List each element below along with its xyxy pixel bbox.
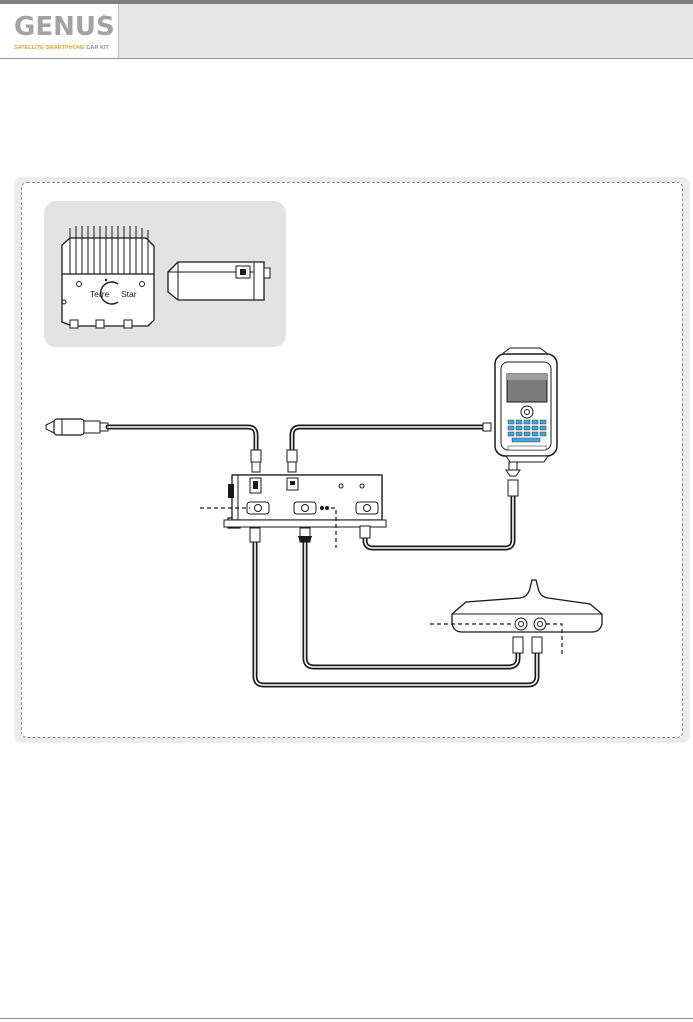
cable-highlights	[108, 427, 537, 685]
cigarette-plug-illustration	[46, 419, 108, 435]
amplifier-unit-illustration: Terre Star	[62, 226, 154, 328]
cables	[108, 427, 537, 685]
junction-box-illustration	[224, 475, 386, 528]
power-box-illustration	[168, 262, 270, 300]
cable-end-cap	[483, 423, 491, 431]
smartphone-illustration	[495, 348, 557, 476]
device-brand-part2: Star	[121, 289, 137, 299]
bottom-rule	[0, 1018, 693, 1019]
device-brand-part1: Terre	[90, 289, 110, 299]
connector-nut	[298, 536, 312, 542]
